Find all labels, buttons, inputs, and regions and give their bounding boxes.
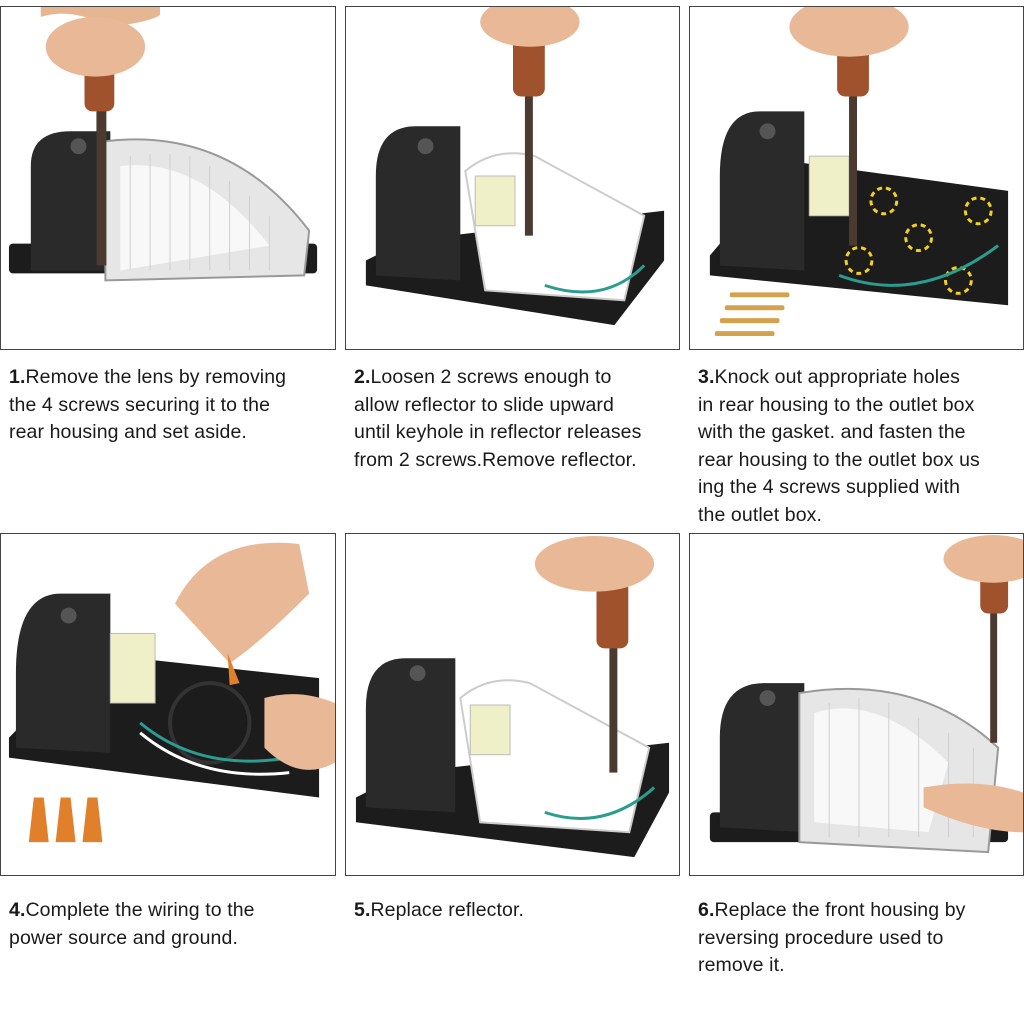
outlet-box-illustration — [709, 7, 1009, 337]
lens-removal-illustration — [8, 7, 318, 282]
front-housing-replacement-illustration — [709, 535, 1023, 854]
step-2-line-3: until keyhole in reflector releases — [354, 421, 642, 443]
step-1-caption: 1.Remove the lens by removing the 4 scre… — [9, 364, 335, 447]
step-3-line-2: in rear housing to the outlet box — [698, 393, 975, 416]
step-6-number: 6. — [698, 899, 715, 921]
step-2-image — [345, 6, 680, 350]
step-1-image — [0, 6, 336, 350]
reflector-removal-illustration — [365, 7, 665, 326]
step-3-image — [689, 6, 1024, 350]
step-6-image — [689, 533, 1024, 876]
step-6-line-2: reversing procedure used to — [698, 926, 944, 949]
step-3-line-4: rear housing to the outlet box us — [698, 448, 980, 471]
step-4-line-1: Complete the wiring to the — [25, 899, 255, 921]
wiring-illustration — [8, 542, 335, 843]
step-1-line-3: rear housing and set aside. — [9, 421, 247, 443]
step-1-line-2: the 4 screws securing it to the — [9, 393, 271, 416]
step-2-caption: 2.Loosen 2 screws enough to allow reflec… — [354, 364, 684, 474]
step-1-line-1: Remove the lens by removing — [25, 366, 287, 388]
step-5-caption: 5.Replace reflector. — [354, 897, 684, 925]
step-6-line-1: Replace the front housing by — [714, 899, 966, 921]
step-2-line-2: allow reflector to slide upward — [354, 393, 614, 416]
step-4-caption: 4.Complete the wiring to the power sourc… — [9, 897, 335, 952]
step-3-line-6: the outlet box. — [698, 503, 823, 526]
step-1-number: 1. — [9, 366, 26, 388]
step-4-image — [0, 533, 336, 876]
step-3-number: 3. — [698, 366, 715, 388]
step-3-line-1: Knock out appropriate holes — [714, 366, 960, 388]
step-3-line-3: with the gasket. and fasten the — [698, 421, 966, 443]
step-3-caption: 3.Knock out appropriate holes in rear ho… — [698, 364, 1020, 529]
step-4-number: 4. — [9, 899, 26, 921]
reflector-replacement-illustration — [355, 536, 670, 858]
step-5-number: 5. — [354, 899, 371, 921]
step-5-line-1: Replace reflector. — [370, 899, 525, 921]
step-6-line-3: remove it. — [698, 954, 785, 976]
step-6-caption: 6.Replace the front housing by reversing… — [698, 897, 1020, 980]
step-2-line-1: Loosen 2 screws enough to — [370, 366, 612, 388]
step-4-line-2: power source and ground. — [9, 926, 238, 949]
step-2-number: 2. — [354, 366, 371, 388]
step-5-image — [345, 533, 680, 876]
step-2-line-4: from 2 screws.Remove reflector. — [354, 448, 637, 471]
step-3-line-5: ing the 4 screws supplied with — [698, 476, 961, 498]
